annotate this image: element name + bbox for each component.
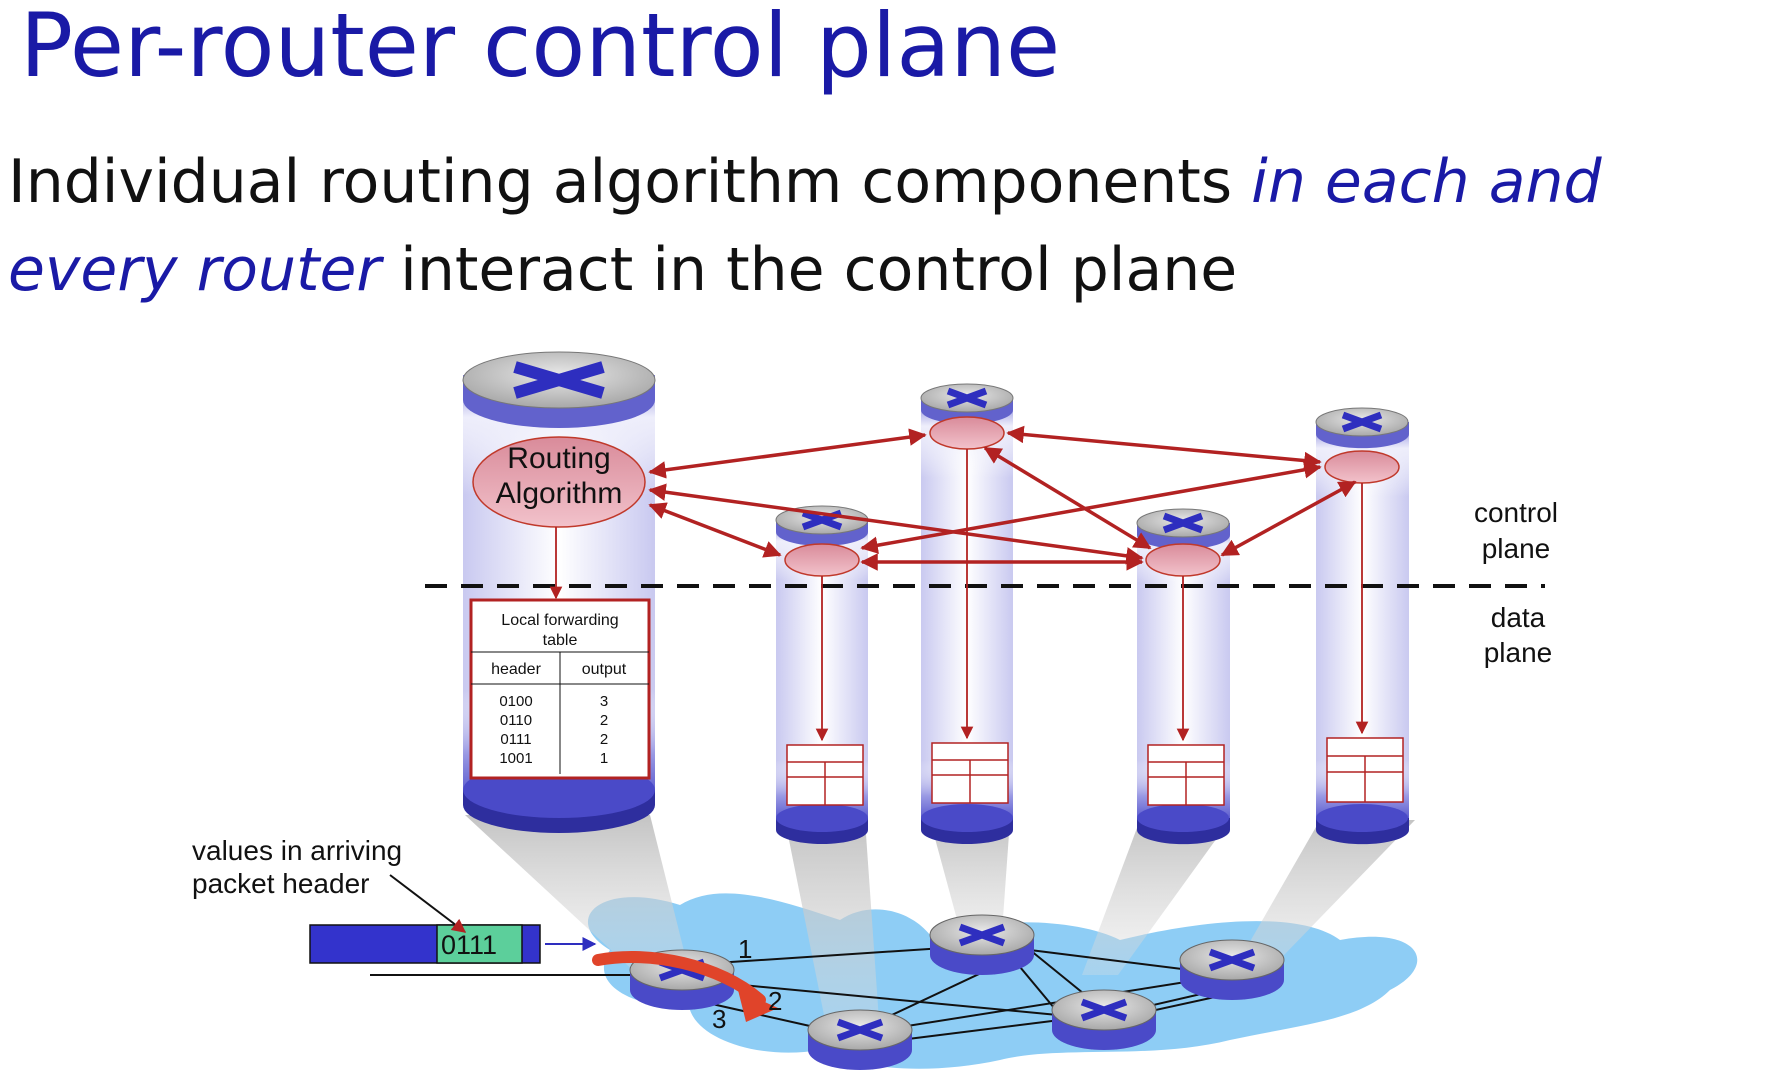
projection-beam-5 [1225, 820, 1415, 985]
control-plane-arrows [648, 425, 1357, 571]
forwarding-table-row-4-output: 1 [600, 750, 608, 767]
projection-beam-4 [1082, 820, 1230, 975]
forwarding-table-row-2-output: 2 [600, 712, 608, 729]
forwarding-table-small-5 [1326, 737, 1404, 803]
forwarding-table-output-col: output [582, 661, 627, 678]
forwarding-table-small-2 [786, 744, 864, 806]
port-label-1: 1 [738, 934, 752, 964]
data-plane-label-line1: data [1491, 602, 1546, 633]
projection-beam-2 [785, 820, 880, 1035]
routing-algorithm-label-line1: Routing [507, 442, 610, 475]
control-plane-label-line1: control [1474, 497, 1558, 528]
packet-caption-pointer [389, 874, 467, 933]
network-router-2 [929, 914, 1035, 975]
packet-caption-line1: values in arriving [192, 835, 402, 866]
forward-path-arrowhead [738, 990, 778, 1022]
control-oval-4 [1145, 543, 1221, 577]
network-router-4 [1051, 989, 1157, 1050]
local-forwarding-table [469, 598, 651, 780]
network-cloud [587, 893, 1418, 1069]
port-label-3: 3 [712, 1004, 726, 1034]
slide-subtitle: Individual routing algorithm components … [8, 138, 1778, 314]
network-router-5 [807, 1009, 913, 1070]
table-install-arrows [549, 449, 1369, 742]
forwarding-table-row-1-header: 0100 [499, 693, 532, 710]
forwarding-table-row-3-header: 0111 [500, 731, 531, 748]
subtitle-text-start: Individual routing algorithm components [8, 147, 1252, 217]
slide-title: Per-router control plane [20, 0, 1061, 97]
forwarding-table-title-line2: table [543, 632, 578, 649]
network-router-3 [1179, 939, 1285, 1000]
subtitle-emphasis: in each and every router [8, 147, 1602, 305]
forward-path-arrow [592, 950, 766, 1006]
data-plane-label-line2: plane [1484, 637, 1553, 668]
forwarding-table-small-3 [931, 742, 1009, 804]
routing-algorithm-label-line2: Algorithm [496, 477, 623, 510]
packet-header-value: 0111 [441, 930, 497, 960]
forwarding-table-row-3-output: 2 [600, 731, 608, 748]
routing-algorithm-oval [472, 436, 646, 528]
forwarding-table-row-2-header: 0110 [500, 712, 532, 729]
forwarding-table-row-1-output: 3 [600, 693, 608, 710]
projection-beam-1 [465, 815, 690, 975]
subtitle-text-end: interact in the control plane [381, 235, 1238, 305]
packet-caption-line2: packet header [192, 868, 369, 899]
control-oval-2 [784, 543, 860, 577]
port-label-2: 2 [768, 986, 782, 1016]
control-oval-5 [1324, 450, 1400, 484]
forwarding-table-title-line1: Local forwarding [501, 612, 618, 629]
forwarding-table-row-4-header: 1001 [499, 750, 532, 767]
control-plane-label-line2: plane [1482, 533, 1551, 564]
forwarding-table-header-col: header [491, 661, 541, 678]
control-oval-3 [929, 416, 1005, 450]
forwarding-table-small-4 [1147, 744, 1225, 806]
